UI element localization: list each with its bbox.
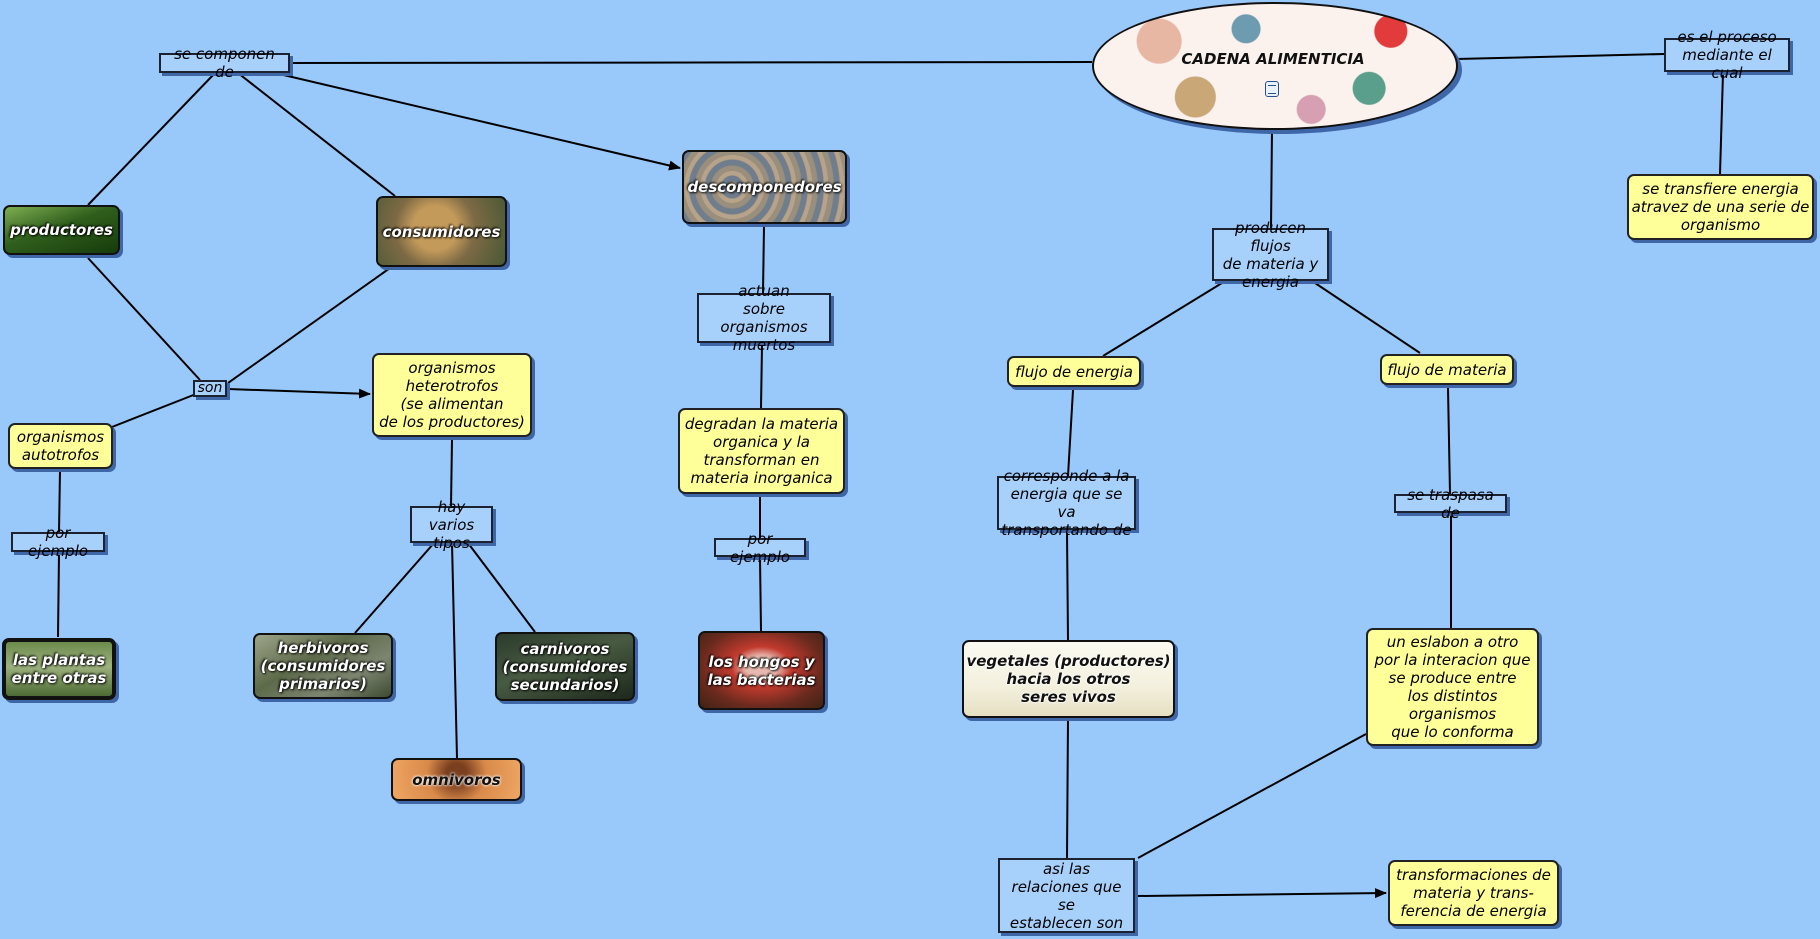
line-componen-consumidores [237,72,396,197]
line-son-autotrofos [111,393,197,428]
label-se-traspasa-de[interactable]: se traspasa de [1394,486,1507,522]
line-tipos-carnivoros [467,542,536,633]
line-producen-materia [1314,282,1421,354]
node-organismos-heterotrofos[interactable]: organismos heterotrofos (se alimentan de… [372,353,532,437]
node-las-plantas[interactable]: las plantas entre otras [2,638,116,700]
line-heterotrofos-tipos [450,438,453,507]
label-hay-varios-tipos[interactable]: hay varios tipos [410,498,493,552]
line-corresponde-vegetales [1066,531,1069,641]
node-organismos-autotrofos[interactable]: organismos autotrofos [8,423,113,469]
title-node-image[interactable] [1092,2,1458,130]
line-tipos-herbivoros [354,542,435,634]
line-consumidores-son [227,267,391,384]
line-tipos-omnivoros [451,542,458,759]
label-es-el-proceso[interactable]: es el proceso mediante el cual [1664,28,1790,82]
line-energia-corresponde [1067,389,1074,477]
node-hongos-bacterias[interactable]: los hongos y las bacterias [698,631,825,710]
label-asi-las-relaciones[interactable]: asi las relaciones que se establecen son [998,858,1135,933]
line-actuan-degradan [760,344,763,409]
node-degradan[interactable]: degradan la materia organica y la transf… [678,408,845,494]
node-consumidores[interactable]: consumidores [376,196,507,267]
node-eslabon[interactable]: un eslabon a otro por la interacion que … [1366,628,1539,746]
node-se-transfiere[interactable]: se transfiere energia atravez de una ser… [1627,174,1814,240]
line-eslabon-asi [1137,733,1367,859]
line-autotrofos-ejemplo [58,469,61,533]
label-por-ejemplo-1[interactable]: por ejemplo [11,524,105,560]
label-producen-flujos[interactable]: producen flujos de materia y energia [1212,219,1329,291]
document-icon[interactable] [1265,81,1279,97]
node-herbivoros[interactable]: herbivoros (consumidores primarios) [253,633,393,699]
node-omnivoros[interactable]: omnivoros [391,758,522,801]
line-materia-traspasa [1447,387,1451,495]
diagram-title: CADENA ALIMENTICIA [1181,50,1365,68]
node-descomponedores[interactable]: descomponedores [682,150,847,224]
line-componen-descomponedores [274,72,681,171]
label-corresponde[interactable]: corresponde a la energia que se va trans… [997,467,1136,539]
line-title-proceso [1455,53,1665,60]
line-vegetales-asi [1066,718,1069,859]
node-carnivoros[interactable]: carnivoros (consumidores secundarios) [495,632,635,701]
line-asi-transformaciones [1137,888,1387,899]
label-actuan[interactable]: actuan sobre organismos muertos [697,282,831,354]
line-productores-son [87,257,201,381]
line-componen-productores [87,72,216,206]
label-se-componen-de[interactable]: se componen de [159,45,290,81]
label-por-ejemplo-2[interactable]: por ejemplo [714,530,806,566]
node-vegetales[interactable]: vegetales (productores) hacia los otros … [962,640,1175,718]
label-son[interactable]: son [193,380,227,397]
line-ejemplo-hongos [759,557,762,632]
line-descomp-actuan [762,225,765,294]
line-son-heterotrofos [227,388,371,399]
node-transformaciones[interactable]: transformaciones de materia y trans- fer… [1388,860,1559,926]
node-flujo-materia[interactable]: flujo de materia [1380,354,1514,385]
line-proceso-transfiere [1719,72,1724,175]
line-title-producen [1270,127,1273,229]
line-producen-energia [1102,282,1223,357]
line-title-componen [289,61,1093,64]
line-ejemplo-plantas [57,552,60,638]
node-productores[interactable]: productores [3,205,120,255]
node-flujo-energia[interactable]: flujo de energia [1007,356,1141,387]
